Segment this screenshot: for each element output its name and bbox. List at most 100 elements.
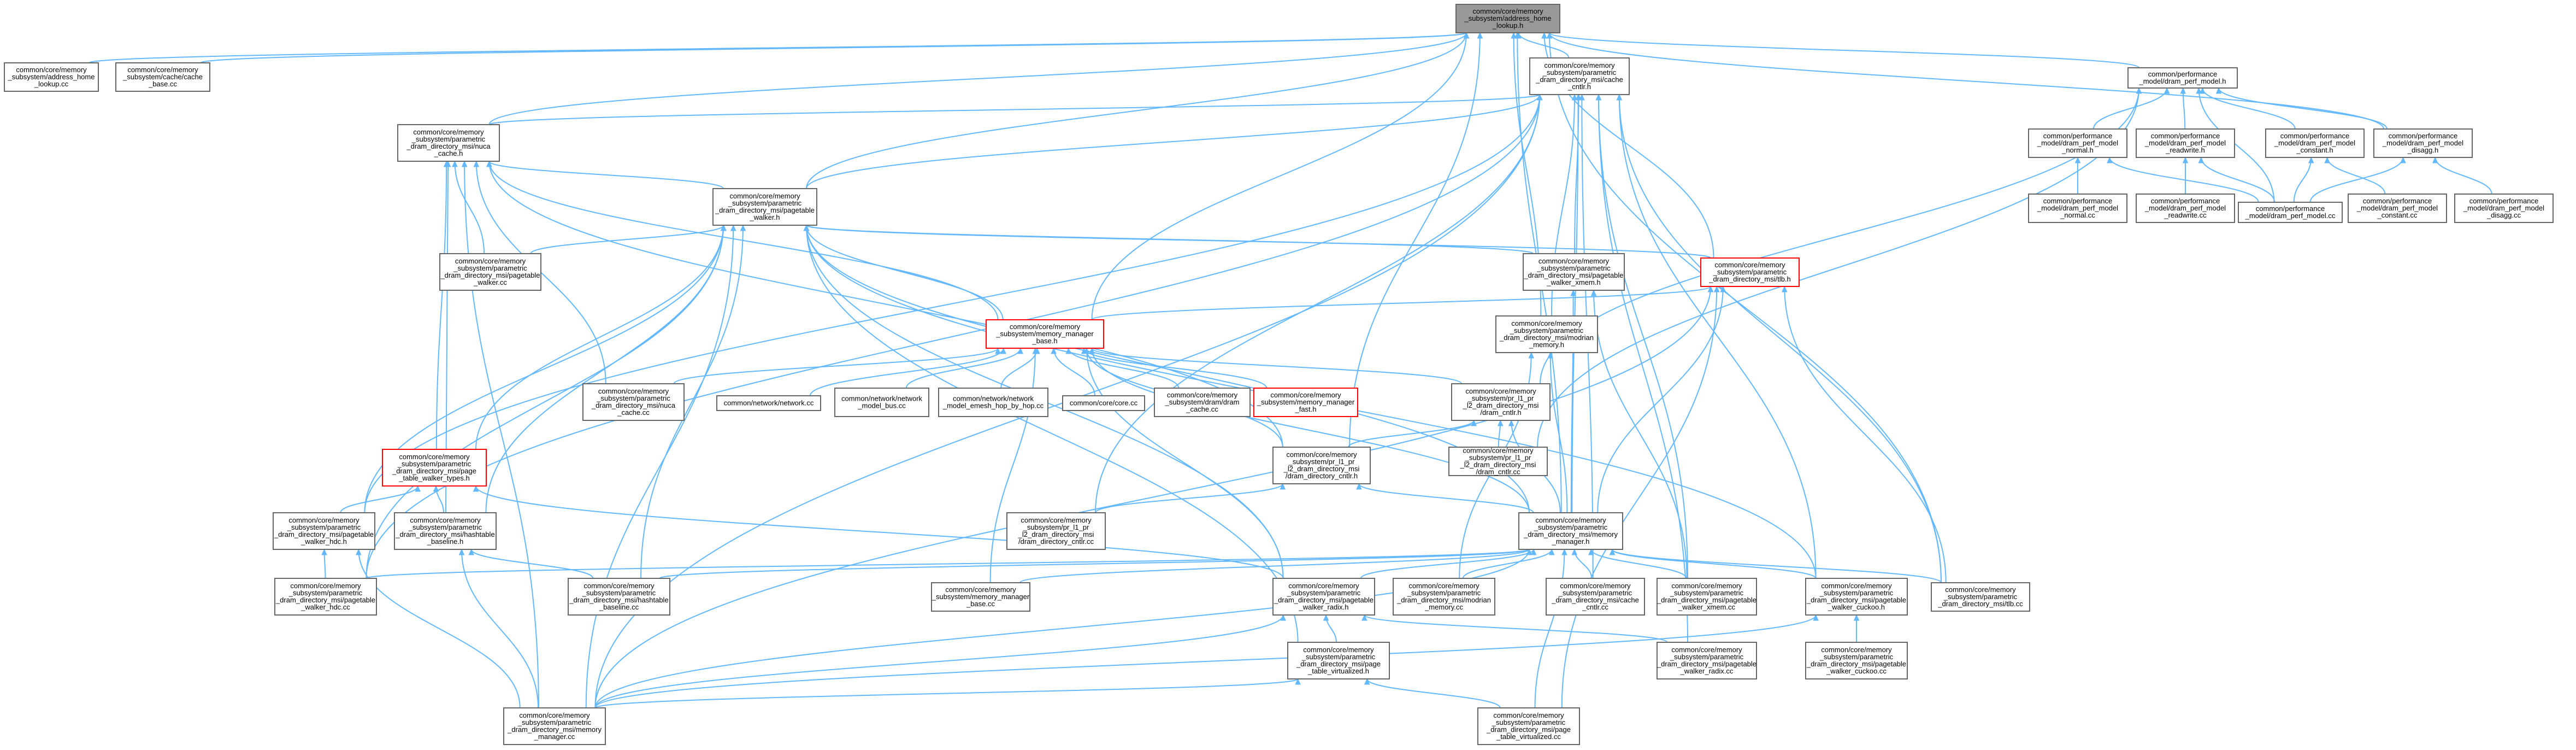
graph-node-n45[interactable]: common/core/memory_subsystem/parametric_…: [1287, 642, 1390, 679]
graph-node-n20[interactable]: common/core/memory_subsystem/memory_mana…: [986, 319, 1104, 349]
node-box: [716, 395, 821, 411]
graph-node-n29[interactable]: common/core/memory_subsystem/parametric_…: [382, 449, 487, 487]
edge-n32-to-n03: [364, 94, 1541, 513]
graph-node-n43[interactable]: common/core/memory_subsystem/parametric_…: [1805, 578, 1908, 616]
node-box: [712, 188, 817, 226]
edge-n09-to-root: [1549, 32, 2384, 130]
node-label-line: common/core/memory: [729, 192, 800, 200]
graph-node-n24[interactable]: common/network/network_model_emesh_hop_b…: [938, 388, 1048, 417]
graph-node-n44[interactable]: common/core/memory_subsystem/parametric_…: [1931, 582, 2030, 612]
graph-node-n49[interactable]: common/core/memory_subsystem/parametric_…: [1477, 707, 1580, 745]
node-label-line: _subsystem/parametric: [1301, 653, 1376, 661]
node-label-line: _dram_directory_msi/memory: [1523, 530, 1618, 538]
node-box: [1518, 512, 1623, 550]
node-label-line: _model/dram_perf_model: [2382, 139, 2463, 147]
graph-node-n33[interactable]: common/core/memory_subsystem/parametric_…: [394, 512, 497, 550]
node-label-line: _subsystem/parametric: [1510, 326, 1584, 335]
arrowhead: [2074, 156, 2081, 163]
graph-node-n30[interactable]: common/core/memory_subsystem/pr_l1_pr_l2…: [1272, 447, 1371, 484]
graph-node-n28[interactable]: common/core/memory_subsystem/pr_l1_pr_l2…: [1451, 383, 1551, 421]
graph-node-n41[interactable]: common/core/memory_subsystem/parametric_…: [1546, 578, 1645, 616]
graph-node-n23[interactable]: common/network/network_model_bus.cc: [834, 388, 929, 417]
node-label-line: common/core/memory: [583, 582, 655, 590]
node-label-line: _subsystem/parametric: [596, 394, 670, 402]
node-box: [1154, 388, 1251, 417]
edge-n44-to-n03: [1618, 94, 1942, 583]
graph-node-n03[interactable]: common/core/memory_subsystem/parametric_…: [1529, 57, 1630, 95]
graph-node-n18[interactable]: common/core/memory_subsystem/parametric_…: [1700, 257, 1800, 287]
graph-node-n11[interactable]: common/performance_model/dram_perf_model…: [2028, 194, 2127, 223]
arrowhead: [2308, 156, 2314, 163]
node-label-line: common/core/memory: [127, 66, 198, 74]
node-label-line: _subsystem/parametric: [1407, 589, 1481, 597]
graph-node-n48[interactable]: common/core/memory_subsystem/parametric_…: [503, 707, 606, 745]
node-label-line: _model/dram_perf_model: [2144, 139, 2226, 147]
edge-n20-to-root: [1091, 32, 1467, 320]
node-label-line: _disagg.h: [2407, 146, 2438, 154]
node-label-line: common/core/memory: [1945, 585, 2016, 594]
graph-node-n31[interactable]: common/core/memory_subsystem/pr_l1_pr_l2…: [1448, 447, 1548, 476]
node-box: [1546, 578, 1645, 616]
graph-node-n34[interactable]: common/core/memory_subsystem/pr_l1_pr_l2…: [1006, 512, 1106, 550]
graph-node-n05[interactable]: common/core/memory_subsystem/parametric_…: [397, 124, 500, 162]
node-box: [834, 388, 929, 417]
graph-node-n10[interactable]: common/core/memory_subsystem/parametric_…: [712, 188, 817, 226]
graph-node-n16[interactable]: common/core/memory_subsystem/parametric_…: [439, 253, 541, 291]
node-label-line: _dram_directory_msi/pagetable: [1657, 660, 1756, 668]
graph-node-n36[interactable]: common/core/memory_subsystem/parametric_…: [274, 578, 377, 616]
graph-node-n35[interactable]: common/core/memory_subsystem/parametric_…: [1518, 512, 1623, 550]
graph-node-n25[interactable]: common/core/core.cc: [1062, 395, 1145, 411]
arrowhead: [1782, 285, 1788, 292]
edge-n30-to-n28: [1348, 420, 1475, 448]
node-label-line: _walker_xmem.h: [1546, 278, 1600, 286]
graph-node-n19[interactable]: common/core/memory_subsystem/parametric_…: [1495, 315, 1598, 353]
graph-node-n46[interactable]: common/core/memory_subsystem/parametric_…: [1657, 642, 1757, 679]
node-label-line: _subsystem/parametric: [1492, 718, 1566, 726]
graph-node-n39[interactable]: common/core/memory_subsystem/parametric_…: [1272, 578, 1375, 616]
graph-node-n21[interactable]: common/core/memory_subsystem/parametric_…: [582, 383, 685, 421]
graph-node-n40[interactable]: common/core/memory_subsystem/parametric_…: [1393, 578, 1495, 616]
graph-node-n14[interactable]: common/performance_model/dram_perf_model…: [2348, 194, 2447, 223]
graph-node-n06[interactable]: common/performance_model/dram_perf_model…: [2028, 128, 2127, 158]
graph-node-n47[interactable]: common/core/memory_subsystem/parametric_…: [1805, 642, 1908, 679]
edge-n49-to-n45: [1366, 678, 1501, 708]
graph-node-n27[interactable]: common/core/memory_subsystem/memory_mana…: [1253, 388, 1358, 417]
graph-node-n09[interactable]: common/performance_model/dram_perf_model…: [2373, 128, 2473, 158]
graph-node-root[interactable]: common/core/memory_subsystem/address_hom…: [1455, 4, 1560, 33]
node-label-line: common/core/memory: [1303, 646, 1374, 654]
graph-node-n42[interactable]: common/core/memory_subsystem/parametric_…: [1657, 578, 1757, 616]
graph-node-n01[interactable]: common/core/memory_subsystem/address_hom…: [4, 62, 99, 92]
node-label-line: _subsystem/parametric: [1819, 589, 1894, 597]
arrowhead: [1477, 32, 1483, 39]
graph-node-n04[interactable]: common/performance_model/dram_perf_model…: [2127, 67, 2238, 89]
node-label-line: _dram_directory_msi/pagetable: [275, 596, 375, 604]
node-label-line: _table_walker_types.h: [398, 474, 469, 482]
graph-node-n32[interactable]: common/core/memory_subsystem/parametric_…: [273, 512, 375, 550]
graph-node-n26[interactable]: common/core/memory_subsystem/dram/dram_c…: [1154, 388, 1251, 417]
node-label-line: common/core/memory: [1493, 711, 1564, 719]
edge-n07-to-n04: [2182, 87, 2186, 130]
node-label-line: _subsystem/parametric: [1536, 264, 1611, 272]
node-label-line: common/core/memory: [519, 711, 590, 719]
graph-node-n15[interactable]: common/performance_model/dram_perf_model…: [2454, 194, 2554, 223]
node-label-line: _subsystem/parametric: [1670, 653, 1744, 661]
edge-n37-to-n35: [659, 549, 1530, 579]
arrowhead: [1000, 347, 1006, 354]
edge-n06-to-n04: [2092, 87, 2168, 130]
graph-node-n02[interactable]: common/core/memory_subsystem/cache/cache…: [115, 62, 210, 92]
node-box: [1495, 315, 1598, 353]
graph-node-n07[interactable]: common/performance_model/dram_perf_model…: [2136, 128, 2235, 158]
graph-node-n22[interactable]: common/network/network.cc: [716, 395, 821, 411]
edge-n46-to-n39: [1364, 614, 1668, 643]
graph-node-n13[interactable]: common/performance_model/dram_perf_model…: [2238, 202, 2343, 223]
graph-node-n38[interactable]: common/core/memory_subsystem/memory_mana…: [931, 582, 1030, 612]
node-box: [397, 124, 500, 162]
graph-node-n12[interactable]: common/performance_model/dram_perf_model…: [2136, 194, 2235, 223]
graph-node-n08[interactable]: common/performance_model/dram_perf_model…: [2265, 128, 2365, 158]
graph-node-n37[interactable]: common/core/memory_subsystem/parametric_…: [568, 578, 670, 616]
node-label-line: _model/dram_perf_model.cc: [2245, 212, 2336, 220]
node-label-line: _base.cc: [966, 600, 995, 608]
graph-node-n17[interactable]: common/core/memory_subsystem/parametric_…: [1523, 253, 1625, 291]
node-box: [1448, 447, 1548, 476]
